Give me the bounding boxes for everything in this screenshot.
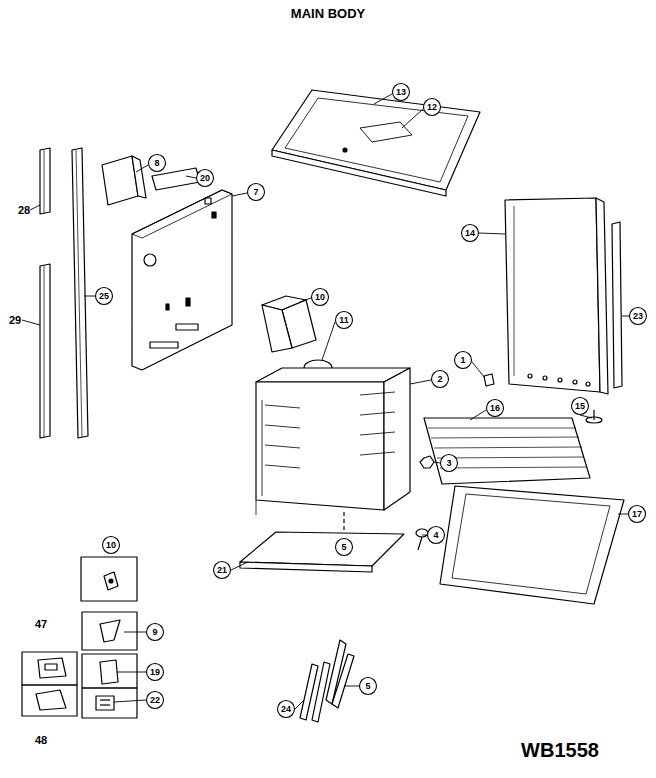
callout-circle xyxy=(336,539,353,556)
callout-circle xyxy=(630,308,647,325)
callout-number: 4 xyxy=(433,531,438,540)
callout-number: 2 xyxy=(437,375,442,384)
callout-circle xyxy=(455,352,472,369)
callout-circle xyxy=(424,99,441,116)
callout-circle xyxy=(432,371,449,388)
top-panel xyxy=(272,90,480,196)
burner-bars xyxy=(300,640,354,722)
callout-number: 9 xyxy=(152,628,157,637)
callout-number: 22 xyxy=(150,696,160,705)
callout-number: 16 xyxy=(490,404,500,413)
callout-number: 12 xyxy=(427,103,437,112)
callout-circle xyxy=(360,678,377,695)
callout-circle xyxy=(103,537,120,554)
callout-number: 23 xyxy=(633,312,643,321)
callout-circle xyxy=(147,692,164,709)
callout-number: 21 xyxy=(217,566,227,575)
callout-circle xyxy=(336,312,353,329)
callout-number: 19 xyxy=(150,668,160,677)
bracket-part xyxy=(102,156,146,205)
side-panel xyxy=(505,198,608,394)
oven-body xyxy=(256,368,410,515)
inset-parts xyxy=(36,572,120,710)
callout-number: 5 xyxy=(365,682,370,691)
callout-number: 47 xyxy=(35,619,47,630)
drawing-code: WB1558 xyxy=(521,740,599,760)
trim-strip xyxy=(612,222,622,388)
callout-number: 15 xyxy=(575,402,585,411)
broil-pan xyxy=(440,486,624,604)
callout-circle xyxy=(428,527,445,544)
callout-circle xyxy=(312,289,329,306)
callout-number: 10 xyxy=(106,541,116,550)
callout-number: 14 xyxy=(465,229,475,238)
base-plate xyxy=(240,532,404,572)
callout-circle xyxy=(214,562,231,579)
callout-circle xyxy=(572,398,589,415)
clip-part xyxy=(484,374,494,386)
callout-number: 17 xyxy=(632,510,642,519)
callout-number: 1 xyxy=(460,356,465,365)
callout-circle xyxy=(462,225,479,242)
callout-circle xyxy=(441,455,458,472)
callout-number: 20 xyxy=(200,174,210,183)
callout-circle xyxy=(147,624,164,641)
leader-lines xyxy=(22,94,629,709)
leveling-leg xyxy=(586,410,602,423)
oven-rack xyxy=(424,418,590,484)
callout-number: 29 xyxy=(9,315,21,326)
callout-number: 13 xyxy=(396,88,406,97)
dashed-leader xyxy=(343,512,344,536)
callout-number: 28 xyxy=(18,205,30,216)
diagram-title: MAIN BODY xyxy=(291,6,365,21)
foot xyxy=(416,529,428,550)
callout-circle xyxy=(96,288,113,305)
callout-circle xyxy=(147,664,164,681)
back-panel xyxy=(132,190,232,370)
callout-circle xyxy=(393,84,410,101)
callout-circle xyxy=(629,506,646,523)
callout-number: 5 xyxy=(341,543,346,552)
vent-duct xyxy=(262,296,332,376)
side-trims xyxy=(40,148,88,438)
callout-circle xyxy=(487,400,504,417)
callout-circle xyxy=(278,701,295,718)
nut xyxy=(420,456,434,468)
callout-number: 8 xyxy=(154,159,159,168)
inset-boxes xyxy=(22,557,137,718)
callout-number: 25 xyxy=(99,292,109,301)
callout-circle xyxy=(248,184,265,201)
callout-number: 11 xyxy=(339,316,349,325)
callout-number: 10 xyxy=(315,293,325,302)
callout-number: 48 xyxy=(35,735,47,746)
callout-number: 7 xyxy=(253,188,258,197)
callout-number: 3 xyxy=(446,459,451,468)
callout-number: 24 xyxy=(281,705,291,714)
callout-circle xyxy=(197,170,214,187)
callout-circle xyxy=(149,155,166,172)
